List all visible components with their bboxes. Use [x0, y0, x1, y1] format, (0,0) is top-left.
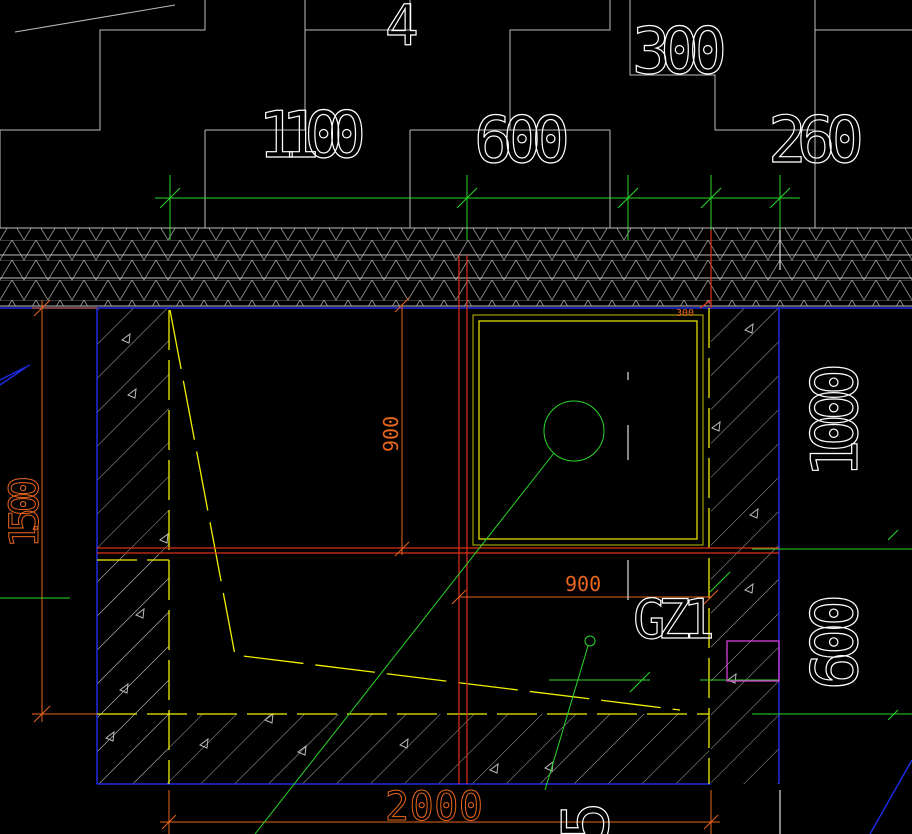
dim-300-small: 300 [676, 308, 694, 319]
blue-diagonals [0, 367, 912, 834]
column-label-gz1: GZ1 [633, 588, 715, 651]
dim-1500: 1500 [2, 476, 48, 548]
magenta-box [726, 640, 780, 682]
column-lines [627, 230, 781, 834]
outer-wall-edges [0, 307, 912, 785]
dim-5-partial: 5 [550, 801, 624, 834]
red-guide-lines [97, 230, 779, 784]
right-dimensions: 1000 600 GZ1 5 [549, 362, 873, 834]
green-leader-lines [0, 400, 912, 834]
dim-1100: 1100 [258, 99, 366, 173]
dim-260: 260 [768, 104, 864, 178]
dim-900-vertical: 900 [379, 416, 403, 452]
dim-partial-300: 300 [632, 15, 727, 89]
upper-outline-linework [0, 0, 912, 228]
dim-1000: 1000 [799, 363, 873, 478]
dim-600-right: 600 [799, 594, 873, 690]
inner-dashed-lines [97, 308, 710, 784]
orange-dimensions [32, 297, 720, 834]
opening-rectangle [472, 314, 704, 546]
top-dimensions: 4 300 1100 600 260 [257, 0, 864, 179]
orange-dimension-text: 1500 900 900 300 2000 [2, 308, 695, 831]
dim-900-horizontal: 900 [565, 572, 601, 596]
dim-partial-4: 4 [385, 0, 419, 59]
wall-hatching [97, 308, 779, 784]
dim-2000: 2000 [385, 784, 483, 830]
dim-600: 600 [474, 104, 570, 178]
hatched-band [0, 227, 912, 307]
